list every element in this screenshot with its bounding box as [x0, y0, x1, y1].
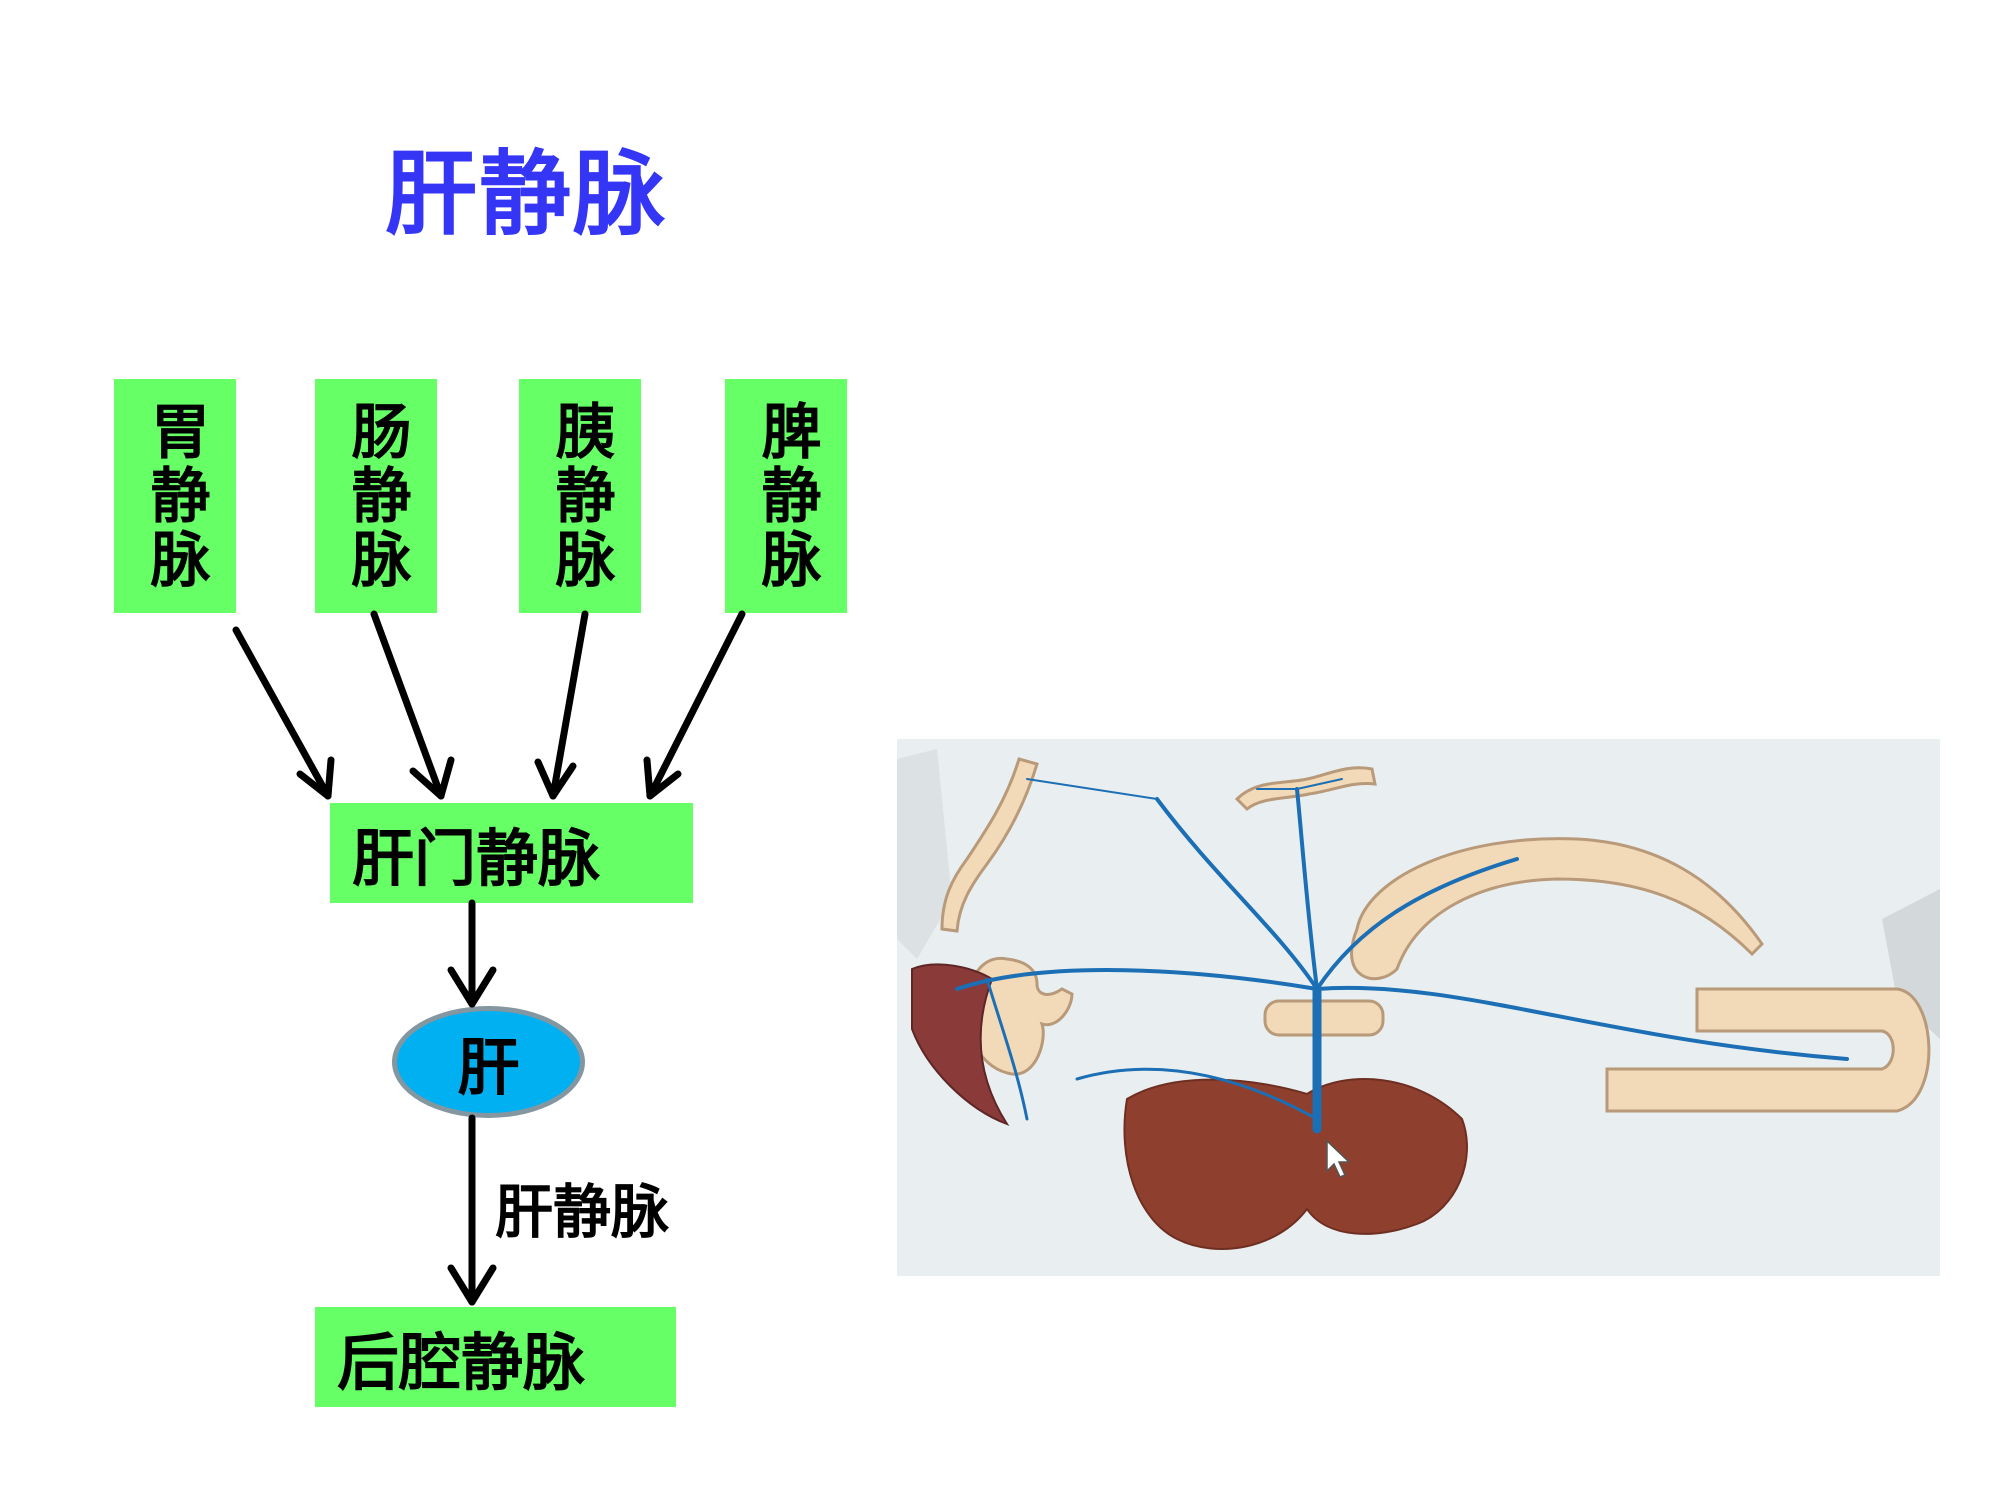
portal-vein-label: 肝门静脉	[352, 822, 601, 895]
spleen	[911, 963, 1010, 1126]
colon-segment	[940, 757, 1039, 933]
arrow-intestine-to-portal	[370, 610, 455, 800]
arrow-spleen-to-portal	[643, 610, 746, 800]
liver-node: 肝	[392, 1006, 585, 1118]
spleen-vein-box: 脾静脉	[725, 379, 847, 613]
background-smudge	[897, 749, 952, 959]
spleen-vein-label: 脾静脉	[751, 400, 821, 592]
posterior-vena-cava-box: 后腔静脉	[315, 1307, 676, 1407]
portal-system-illustration	[897, 739, 1940, 1276]
page-title: 肝静脉	[385, 141, 668, 248]
arrow-portal-to-liver	[447, 899, 497, 1008]
stomach-vein-label: 胃静脉	[140, 400, 210, 592]
anatomy-drawing	[897, 749, 1940, 1250]
portal-vein-network	[955, 778, 1849, 1134]
small-intestine-loop	[1234, 766, 1377, 812]
arrow-stomach-to-portal	[232, 626, 335, 800]
arrow-liver-to-vena-cava	[447, 1114, 497, 1306]
intestine-vein-label: 肠静脉	[341, 400, 411, 592]
cursor-icon	[1326, 1139, 1351, 1178]
arrow-pancreas-to-portal	[534, 610, 589, 800]
pancreas-vein-box: 胰静脉	[519, 379, 641, 613]
duodenum	[1263, 999, 1385, 1037]
posterior-vena-cava-label: 后腔静脉	[337, 1326, 586, 1399]
pancreas-vein-label: 胰静脉	[545, 400, 615, 592]
intestine-vein-box: 肠静脉	[315, 379, 437, 613]
intestine-u-loop	[1605, 987, 1931, 1113]
portal-vein-box: 肝门静脉	[330, 803, 693, 903]
background-smudge	[1882, 889, 1940, 1039]
liver-drawing	[1123, 1078, 1468, 1250]
hepatic-vein-edge-label: 肝静脉	[495, 1178, 670, 1246]
stomach-vein-box: 胃静脉	[114, 379, 236, 613]
pancreas	[1350, 837, 1764, 981]
liver-label: 肝	[457, 1031, 520, 1104]
